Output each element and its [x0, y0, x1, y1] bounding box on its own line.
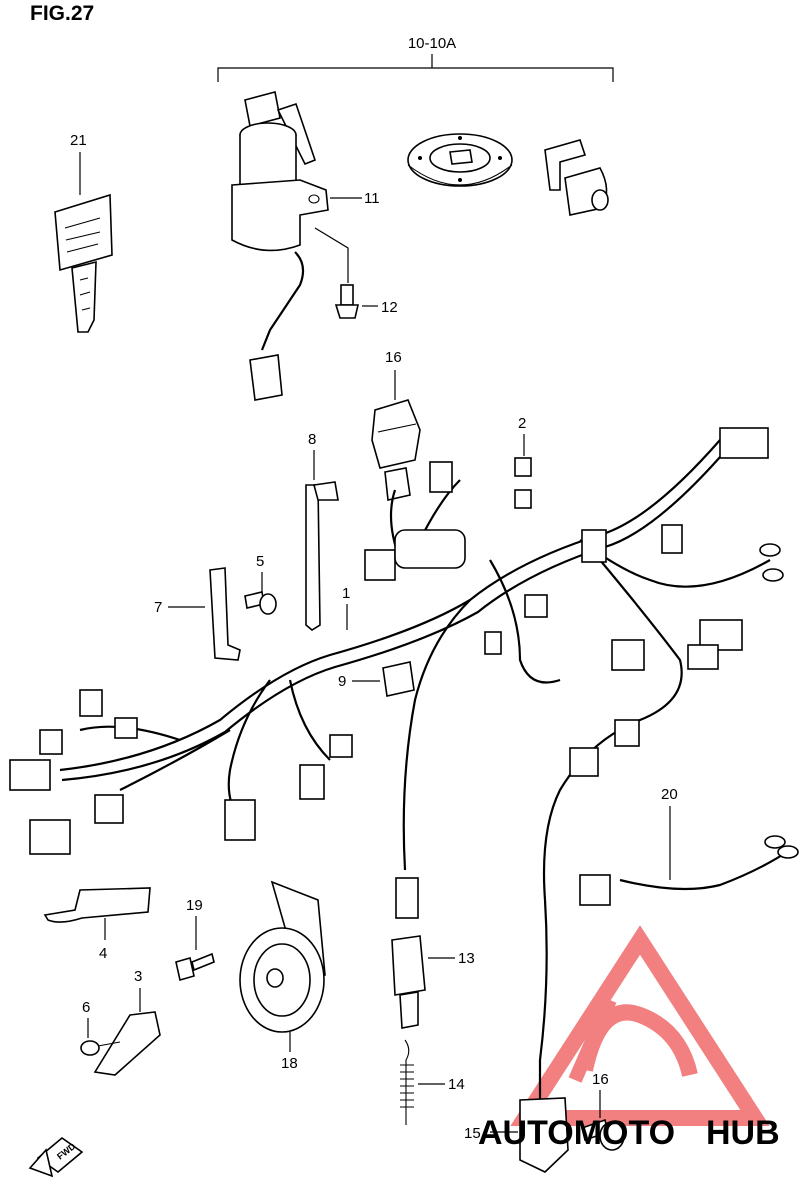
connector-n: [581, 529, 607, 563]
label-6: 6: [82, 999, 90, 1016]
label-13: 13: [458, 950, 475, 967]
connector-u: [569, 747, 599, 777]
fuel-cap-lock: [407, 133, 513, 187]
watermark-logo: [510, 925, 770, 1126]
connector-m: [524, 594, 548, 618]
watermark-triangle-shape: [510, 925, 770, 1126]
label-11: 11: [364, 190, 380, 207]
label-1: 1: [342, 585, 350, 602]
connector-a: [79, 689, 103, 717]
connector-d: [94, 794, 124, 824]
part-4-strap: 4: [43, 887, 151, 962]
label-20: 20: [661, 786, 678, 803]
seat-lock: [544, 139, 609, 216]
connector-k: [429, 461, 453, 493]
watermark-text: AUTOMOTO HUB: [478, 1114, 780, 1152]
part-12-screw: 12: [314, 227, 398, 319]
part-13-switch: 13: [391, 877, 475, 1029]
connector-j: [364, 549, 396, 581]
harness-sleeve: [394, 529, 466, 569]
part-15-sensor: 15: [464, 1097, 569, 1173]
part-16-bolt: 16: [581, 1071, 625, 1151]
connector-o: [661, 524, 683, 554]
label-16-relay: 16: [385, 349, 402, 366]
part-2-connector: 2: [514, 415, 532, 509]
part-16-relay: 16: [371, 349, 421, 501]
part-8-cable-tie: 8: [305, 431, 339, 631]
label-8: 8: [308, 431, 316, 448]
part-7-bracket: 7: [154, 567, 241, 661]
part-18-horn: 18: [239, 880, 326, 1072]
connector-h: [329, 734, 353, 758]
label-14: 14: [448, 1076, 465, 1093]
watermark-text-part1: AUTOMOTO: [478, 1114, 675, 1152]
watermark-text-part2: HUB: [706, 1114, 780, 1152]
connector-i: [299, 764, 325, 800]
part-11-ignition-switch: 11: [231, 91, 380, 401]
label-7: 7: [154, 599, 162, 616]
label-3: 3: [134, 968, 142, 985]
label-18: 18: [281, 1055, 298, 1072]
connector-b: [39, 729, 63, 755]
connector-c: [9, 759, 51, 791]
part-6-screw: 6: [80, 999, 121, 1056]
label-12: 12: [381, 299, 398, 316]
group-bracket-10-10a: 10-10A: [217, 35, 614, 82]
connector-f: [114, 717, 138, 739]
connector-l: [484, 631, 502, 655]
watermark-stroke-shape: [568, 997, 617, 1083]
part-1-main-wiring-harness: 1: [9, 427, 784, 1110]
connector-g: [224, 799, 256, 841]
part-9-clip: 9: [338, 661, 415, 697]
part-14-spring: 14: [400, 1039, 465, 1125]
connector-t: [614, 719, 640, 747]
label-5: 5: [256, 553, 264, 570]
part-20-lead-wire: 20: [579, 786, 799, 906]
terminal-b: [762, 568, 784, 582]
label-21: 21: [70, 132, 87, 149]
connector-e: [29, 819, 71, 855]
label-16-bolt: 16: [592, 1071, 609, 1088]
label-2: 2: [518, 415, 526, 432]
part-5-bolt: 5: [244, 553, 277, 615]
connector-p: [719, 427, 769, 459]
group-label: 10-10A: [408, 35, 456, 52]
part-3-clamp: 3: [93, 968, 161, 1076]
part-21-key: 21: [54, 132, 113, 333]
forward-direction-mark: FWD: [28, 1136, 84, 1178]
figure-title: FIG.27: [30, 2, 95, 25]
label-19: 19: [186, 897, 203, 914]
label-15: 15: [464, 1125, 481, 1142]
label-4: 4: [99, 945, 107, 962]
label-9: 9: [338, 673, 346, 690]
part-19-bolt: 19: [175, 897, 215, 982]
connector-s: [687, 644, 719, 670]
terminal-a: [759, 543, 781, 557]
connector-q: [611, 639, 645, 671]
